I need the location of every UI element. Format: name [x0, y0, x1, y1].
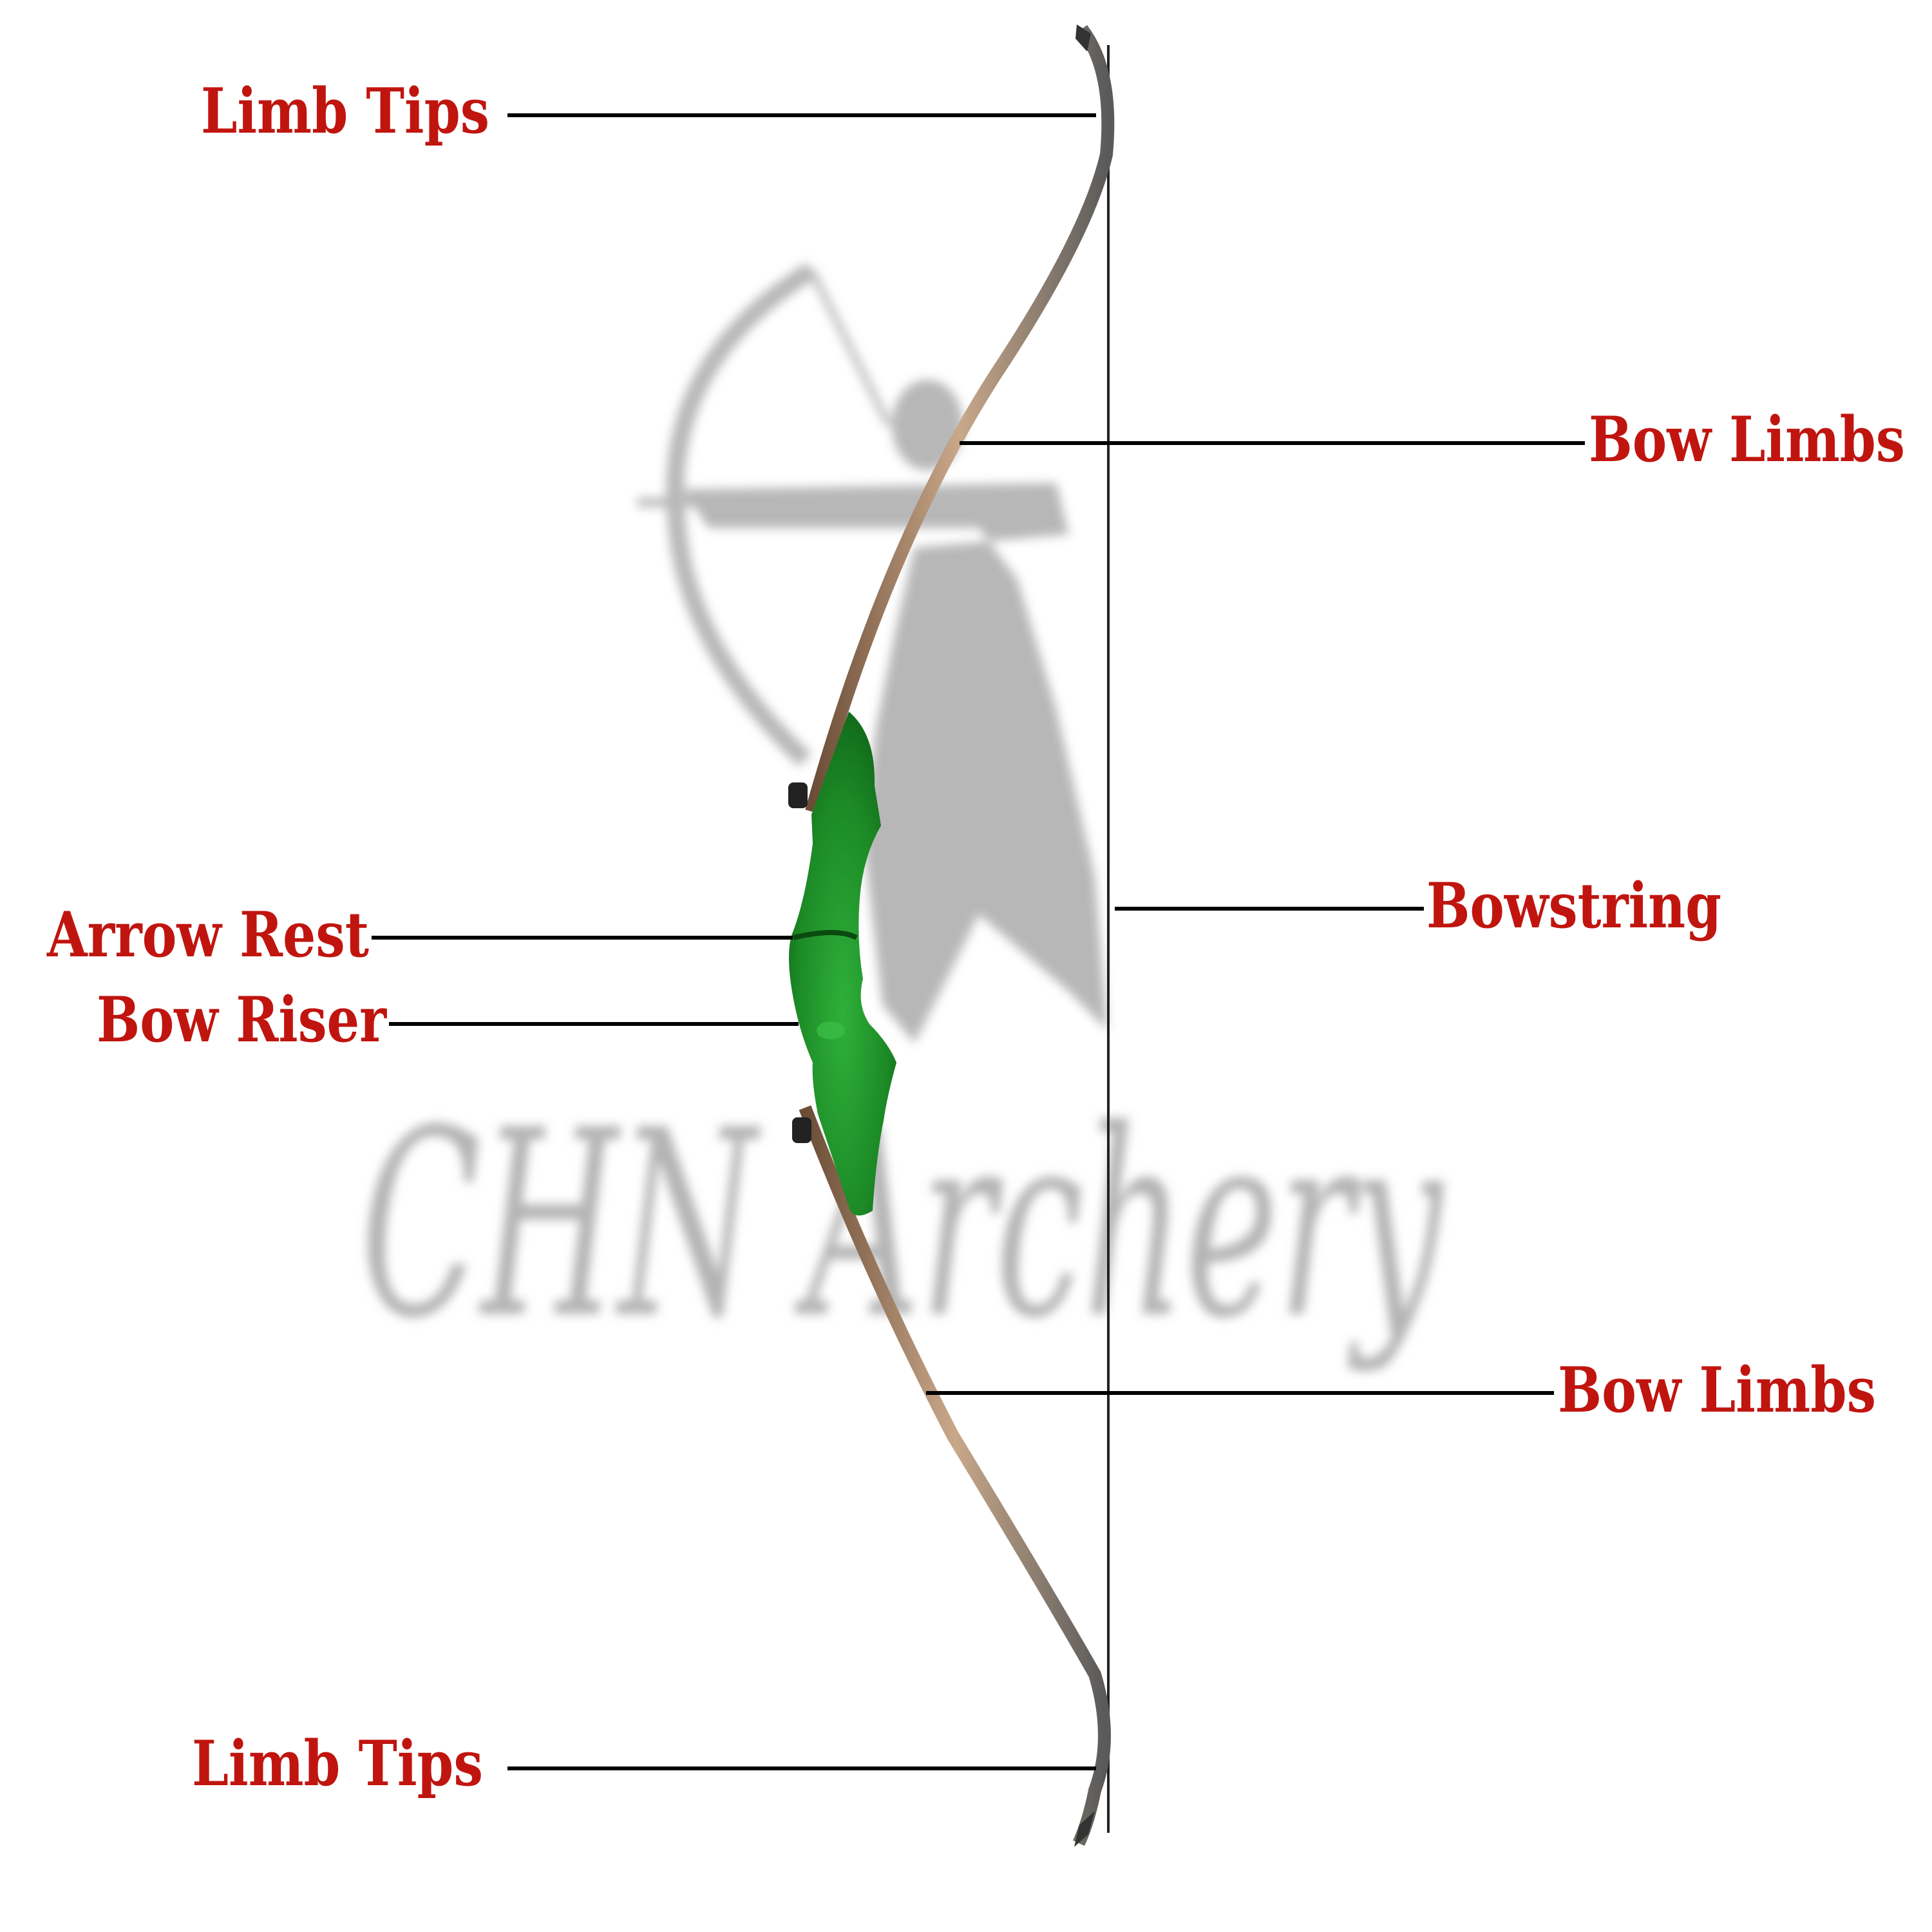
- label-limb-tips-bottom: Limb Tips: [192, 1727, 483, 1800]
- label-bow-riser: Bow Riser: [97, 983, 387, 1056]
- label-bowstring: Bowstring: [1426, 869, 1721, 942]
- bottom-limb: [799, 1105, 1111, 1846]
- bow-riser: [788, 712, 896, 1216]
- bottom-limb-tip-icon: [1074, 1811, 1095, 1847]
- archer-watermark-logo: [638, 263, 1108, 1043]
- label-arrow-rest: Arrow Rest: [46, 898, 369, 971]
- label-bow-limbs-bottom: Bow Limbs: [1558, 1354, 1876, 1426]
- label-limb-tips-top: Limb Tips: [201, 75, 489, 147]
- top-limb-tip-icon: [1075, 24, 1091, 52]
- label-bow-limbs-top: Bow Limbs: [1589, 403, 1905, 476]
- top-limb: [805, 24, 1115, 813]
